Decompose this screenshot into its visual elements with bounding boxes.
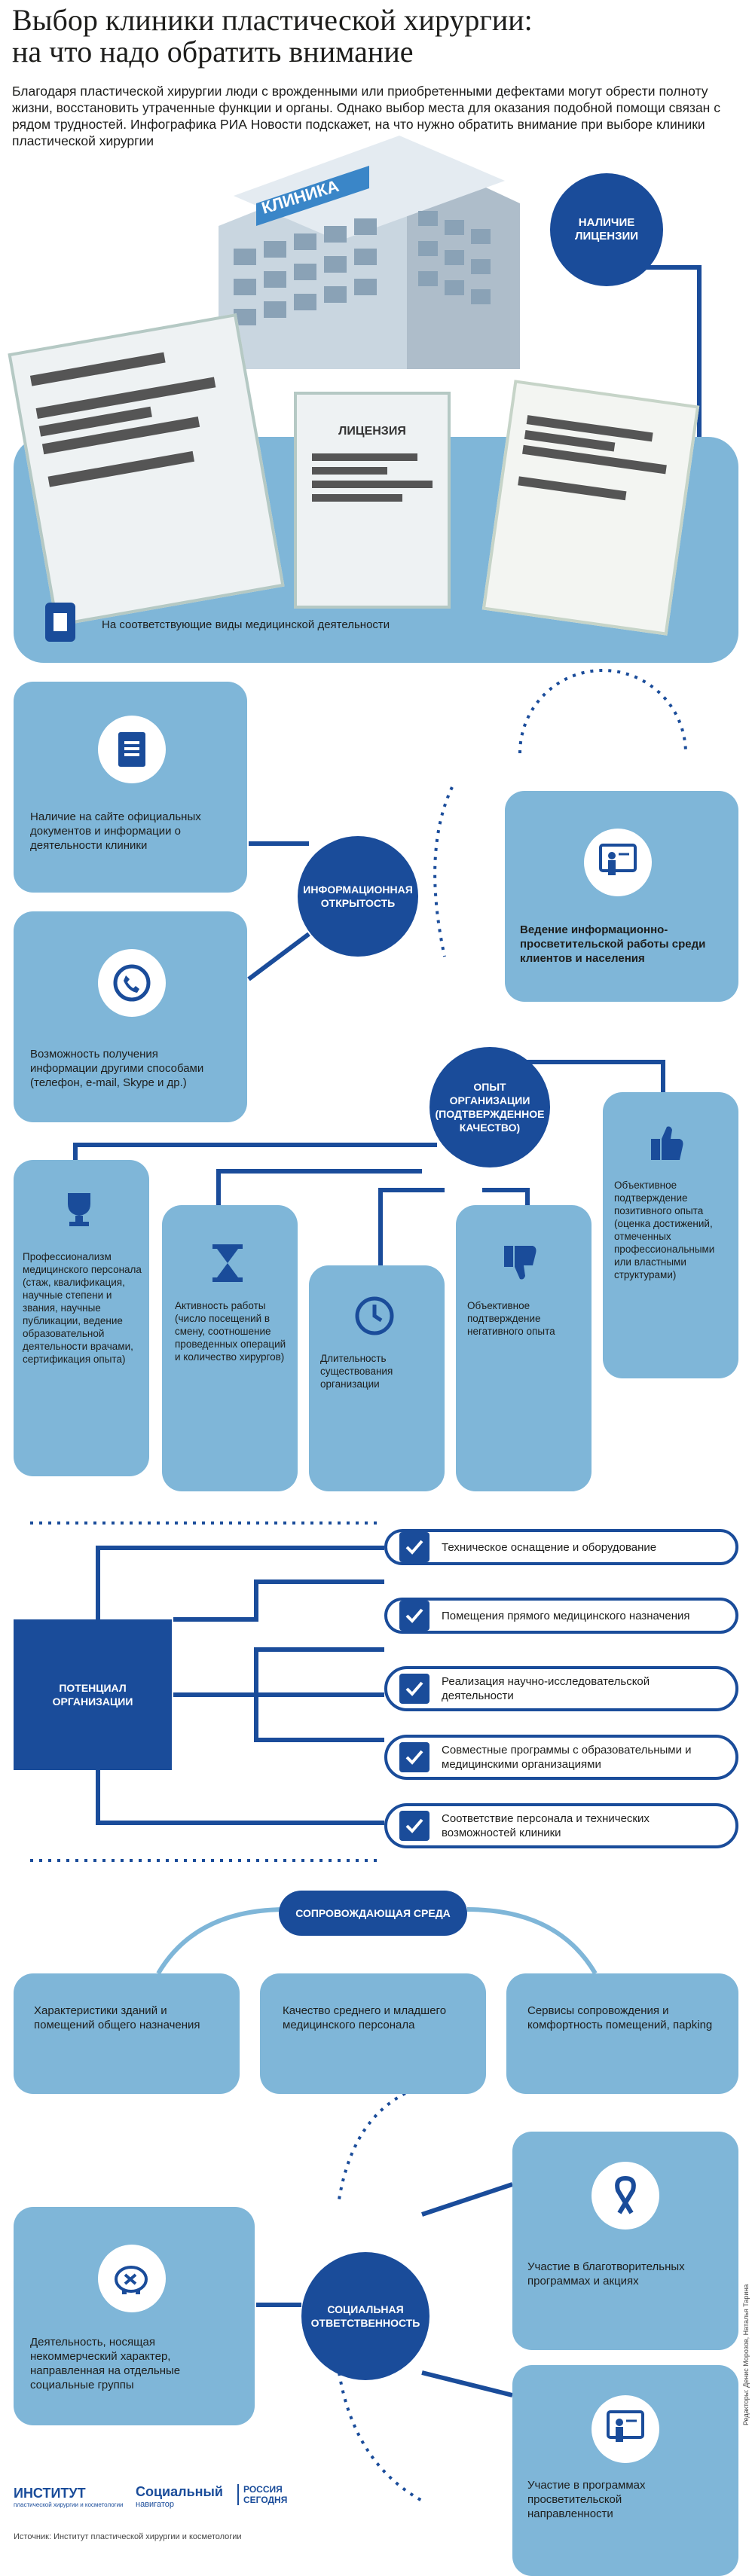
source-note: Источник: Институт пластической хирургии… (14, 2532, 242, 2541)
info-item-education: Ведение информационно-просветительской р… (520, 923, 706, 965)
experience-badge: ОПЫТ ОРГАНИЗАЦИИ (ПОДТВЕРЖДЕННОЕ КАЧЕСТВ… (429, 1047, 550, 1167)
credits-note: Редакторы: Денис Морозов, Наталья Тарина (742, 2284, 750, 2425)
potential-item: Реализация научно-исследовательской деят… (384, 1666, 738, 1711)
clinic-building-illustration: КЛИНИКА (219, 136, 520, 369)
info-openness-badge: ИНФОРМАЦИОННАЯ ОТКРЫТОСТЬ (298, 836, 418, 957)
license-doc-title: ЛИЦЕНЗИЯ (338, 425, 406, 438)
intro-text: Благодаря пластической хирургии люди с в… (12, 84, 720, 148)
info-card-site (14, 682, 247, 893)
environment-card-buildings (14, 1973, 240, 2094)
presentation-icon (592, 2395, 659, 2463)
social-noncommercial-text: Деятельность, носящая некоммерческий хар… (30, 2336, 181, 2391)
license-caption: На соответствующие виды медицинской деят… (102, 618, 390, 631)
potential-item: Совместные программы с образовательными … (384, 1735, 738, 1780)
piggy-bank-icon (98, 2245, 166, 2312)
license-doc-icon (45, 603, 75, 642)
ribbon-icon (592, 2162, 659, 2230)
environment-badge: СОПРОВОЖДАЮЩАЯ СРЕДА (279, 1891, 467, 1936)
phone-icon (98, 949, 166, 1017)
clock-icon (354, 1296, 395, 1340)
environment-staff-text: Качество среднего и младшего медицинског… (283, 2004, 447, 2031)
experience-activity-text: Активность работы (число посещений в сме… (175, 1300, 286, 1363)
checkmark-icon (399, 1674, 429, 1704)
presentation-icon (584, 829, 652, 896)
checkmark-icon (399, 1601, 429, 1631)
environment-card-services (506, 1973, 738, 2094)
thumbs-down-icon (501, 1243, 542, 1287)
license-badge: НАЛИЧИЕ ЛИЦЕНЗИИ (550, 173, 663, 286)
environment-services-text: Сервисы сопровождения и комфортность пом… (527, 2004, 713, 2031)
potential-item: Соответствие персонала и технических воз… (384, 1803, 738, 1848)
social-card-noncommercial (14, 2207, 255, 2425)
document-icon (98, 716, 166, 783)
checkmark-icon (399, 1811, 429, 1841)
info-item-site: Наличие на сайте официальных документов … (30, 810, 201, 852)
experience-staff-text: Профессионализм медицинского персонала (… (23, 1251, 142, 1365)
social-education-text: Участие в программах просветительской на… (527, 2479, 646, 2520)
experience-card-duration (309, 1265, 445, 1491)
license-document-left (8, 313, 285, 627)
license-document-center: ЛИЦЕНЗИЯ (294, 392, 451, 609)
trophy-icon (60, 1190, 98, 1232)
social-navigator-logo: Социальный навигатор (136, 2484, 223, 2509)
potential-item: Помещения прямого медицинского назначени… (384, 1598, 738, 1634)
checkmark-icon (399, 1742, 429, 1772)
info-card-contacts (14, 911, 247, 1122)
license-document-right (481, 380, 700, 636)
info-item-contacts: Возможность получения информации другими… (30, 1048, 204, 1089)
experience-negative-text: Объективное подтверждение негативного оп… (467, 1300, 555, 1337)
thumbs-up-icon (648, 1122, 689, 1167)
checkmark-icon (399, 1532, 429, 1562)
hourglass-icon (211, 1243, 244, 1287)
page-title: Выбор клиники пластической хирургии: на … (12, 5, 735, 68)
russia-today-logo: РОССИЯ СЕГОДНЯ (237, 2484, 296, 2505)
title-line-1: Выбор клиники пластической хирургии: (12, 3, 533, 37)
environment-buildings-text: Характеристики зданий и помещений общего… (34, 2004, 200, 2031)
social-badge: СОЦИАЛЬНАЯ ОТВЕТСТВЕННОСТЬ (301, 2252, 429, 2380)
experience-positive-text: Объективное подтверждение позитивного оп… (614, 1180, 715, 1280)
potential-badge: ПОТЕНЦИАЛ ОРГАНИЗАЦИИ (14, 1619, 172, 1770)
environment-card-staff (260, 1973, 486, 2094)
social-charity-text: Участие в благотворительных программах и… (527, 2260, 685, 2288)
title-line-2: на что надо обратить внимание (12, 35, 414, 69)
potential-item: Техническое оснащение и оборудование (384, 1529, 738, 1565)
experience-duration-text: Длительность существования организации (320, 1353, 393, 1390)
info-card-education (505, 791, 738, 1002)
institute-logo: ИНСТИТУТ пластической хирургии и космето… (14, 2486, 124, 2508)
